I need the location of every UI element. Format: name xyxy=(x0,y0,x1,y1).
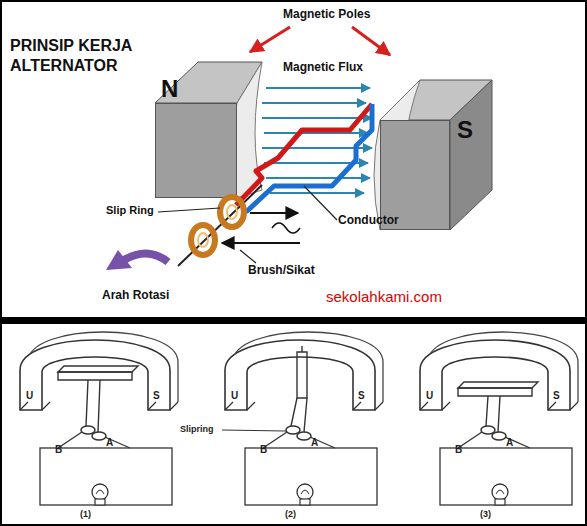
pole-letter: S xyxy=(358,390,365,401)
conductor-loop xyxy=(236,104,372,205)
part-label: Slip Ring xyxy=(106,204,154,216)
terminal-label: B xyxy=(260,444,267,455)
pole-letter: N xyxy=(161,77,178,101)
terminal-label: B xyxy=(55,444,62,455)
brush-arrow xyxy=(222,213,300,243)
leader-line xyxy=(304,186,337,220)
north-pole: N xyxy=(155,103,237,198)
watermark: sekolahkami.com xyxy=(326,289,442,306)
slip-ring xyxy=(191,197,244,255)
callout-number: (3) xyxy=(480,510,491,520)
flux-arrow xyxy=(266,87,370,89)
armature-coil xyxy=(58,366,138,372)
horseshoe-magnet xyxy=(225,332,383,505)
leader-line xyxy=(158,186,337,263)
flux-arrow xyxy=(262,147,372,149)
flux-arrow xyxy=(264,162,368,164)
rotation-arrow xyxy=(124,253,168,262)
part-label: Slipring xyxy=(180,425,214,435)
brush-arrow xyxy=(222,242,300,244)
part-label: Arah Rotasi xyxy=(102,289,169,302)
callout-number: (1) xyxy=(80,510,91,520)
rotation-arrow xyxy=(106,250,168,270)
callout-number: (2) xyxy=(285,510,296,520)
armature-coil xyxy=(458,388,532,396)
horseshoe-magnet xyxy=(20,332,178,505)
pole-letter: S xyxy=(457,118,473,142)
slip-ring xyxy=(191,225,215,255)
terminal-label: B xyxy=(455,444,462,455)
sine-wave xyxy=(272,223,300,233)
leader-line xyxy=(222,430,286,431)
slip-ring xyxy=(220,197,244,227)
leader-line xyxy=(158,208,220,212)
horseshoe-magnet xyxy=(420,332,578,505)
part-label: Conductor xyxy=(338,214,399,227)
rotation-axis xyxy=(178,185,262,266)
terminal-label: A xyxy=(311,437,318,448)
conductor-loop xyxy=(236,104,372,212)
pole-letter: U xyxy=(426,390,433,401)
armature-coil xyxy=(486,396,500,432)
leader-line xyxy=(222,430,286,431)
pole-letter: S xyxy=(553,390,560,401)
flux-arrow xyxy=(262,117,372,119)
armature-coil xyxy=(297,346,307,398)
pole-block xyxy=(155,62,492,230)
part-label: Magnetic Flux xyxy=(283,61,363,74)
slip-ring xyxy=(227,205,237,219)
panel-frame xyxy=(1,1,586,318)
armature-coil xyxy=(58,346,538,432)
pointer-arrow xyxy=(352,27,390,55)
conductor-loop xyxy=(246,104,372,212)
part-label: Brush/Sikat xyxy=(248,264,315,277)
diagram-title: PRINSIP KERJA ALTERNATOR xyxy=(10,36,145,76)
slip-ring xyxy=(198,233,208,247)
brush-arrow xyxy=(250,212,298,214)
terminal-label: A xyxy=(106,437,113,448)
pointer-arrow xyxy=(250,27,290,52)
part-label: Magnetic Poles xyxy=(283,8,370,21)
flux-arrow xyxy=(262,88,372,193)
flux-arrow xyxy=(264,132,368,134)
pole-letter: S xyxy=(153,390,160,401)
flux-arrow xyxy=(270,192,364,194)
pole-letter: U xyxy=(26,390,33,401)
armature-coil xyxy=(291,398,307,432)
pole-block xyxy=(450,80,492,230)
leader-line xyxy=(240,250,256,263)
rotation-axis xyxy=(178,185,262,266)
terminal-label: A xyxy=(506,437,513,448)
armature-coil xyxy=(458,382,538,388)
pole-letter: U xyxy=(231,390,238,401)
flux-arrow xyxy=(266,177,370,179)
rotation-arrow xyxy=(106,250,132,270)
panel-frame xyxy=(1,323,586,525)
pointer-arrow xyxy=(250,27,390,55)
horseshoe-magnet xyxy=(20,332,578,505)
armature-coil xyxy=(86,380,100,432)
sine-wave xyxy=(272,223,300,233)
armature-coil xyxy=(58,372,132,380)
flux-arrow xyxy=(262,102,366,104)
